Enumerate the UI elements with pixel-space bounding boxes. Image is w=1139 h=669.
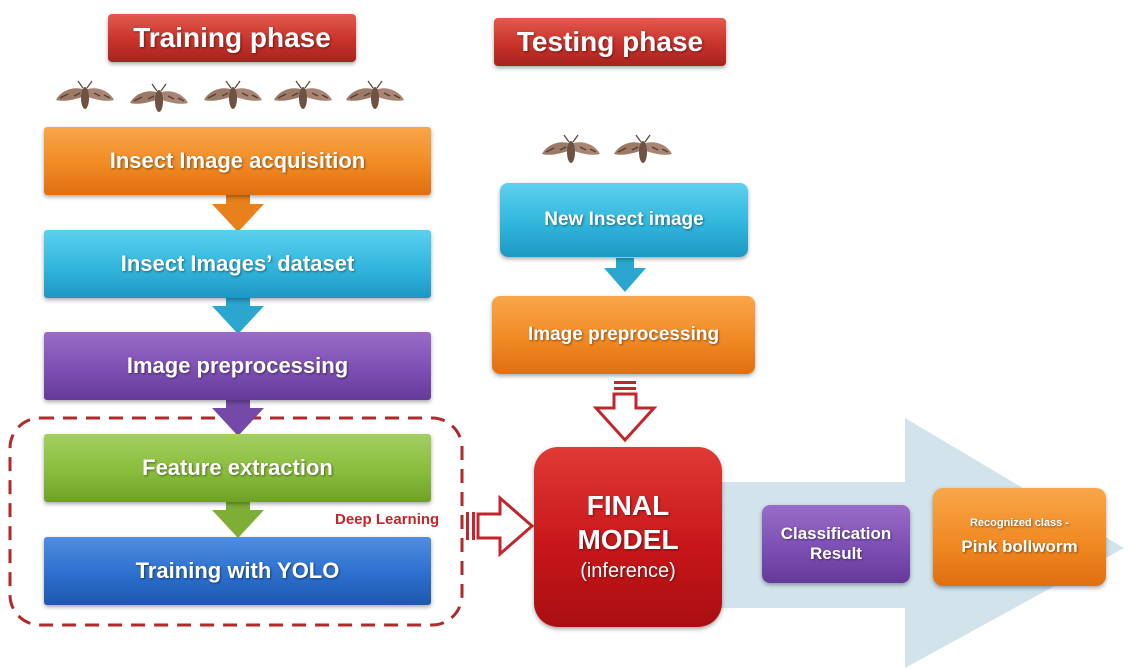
moth-image xyxy=(346,80,404,109)
hollow-arrow-deep-learning xyxy=(466,494,535,558)
step-feature-extraction: Feature extraction xyxy=(44,434,431,502)
step-new-insect-image: New Insect image xyxy=(500,183,748,257)
final-model-title-line1: FINAL xyxy=(586,490,670,521)
recognized-class-block: Recognized class - Pink bollworm xyxy=(933,488,1106,586)
classification-label-line2: Result xyxy=(810,544,862,563)
final-model-block: FINAL MODEL (inference) xyxy=(534,447,722,627)
step-testing-preprocessing: Image preprocessing xyxy=(492,296,755,374)
arrow-new-image-to-preprocessing xyxy=(604,258,646,292)
step-images-dataset: Insect Images’ dataset xyxy=(44,230,431,298)
moth-image xyxy=(56,80,114,109)
moth-image xyxy=(274,80,332,109)
training-phase-title: Training phase xyxy=(108,14,356,62)
step-training-yolo: Training with YOLO xyxy=(44,537,431,605)
arrow-acquisition-to-dataset xyxy=(212,194,264,232)
step-image-preprocessing: Image preprocessing xyxy=(44,332,431,400)
arrow-dataset-to-preprocessing xyxy=(212,296,264,334)
moth-image xyxy=(130,83,188,112)
moth-image xyxy=(542,134,600,163)
arrow-preprocessing-to-feature xyxy=(212,398,264,436)
classification-label-line1: Classification xyxy=(780,524,892,543)
moth-image xyxy=(204,80,262,109)
testing-phase-title: Testing phase xyxy=(494,18,726,66)
recognized-class-caption: Recognized class - xyxy=(969,517,1070,529)
deep-learning-label: Deep Learning xyxy=(332,511,443,528)
arrow-feature-to-training xyxy=(212,500,264,538)
final-model-subtitle: (inference) xyxy=(580,560,676,582)
moth-image xyxy=(614,134,672,163)
final-model-title-line2: MODEL xyxy=(577,524,679,555)
classification-result-block: Classification Result xyxy=(762,505,910,583)
result-big-arrow xyxy=(700,418,1124,668)
hollow-arrow-to-model xyxy=(592,381,658,443)
recognized-class-value: Pink bollworm xyxy=(961,537,1078,556)
step-image-acquisition: Insect Image acquisition xyxy=(44,127,431,195)
